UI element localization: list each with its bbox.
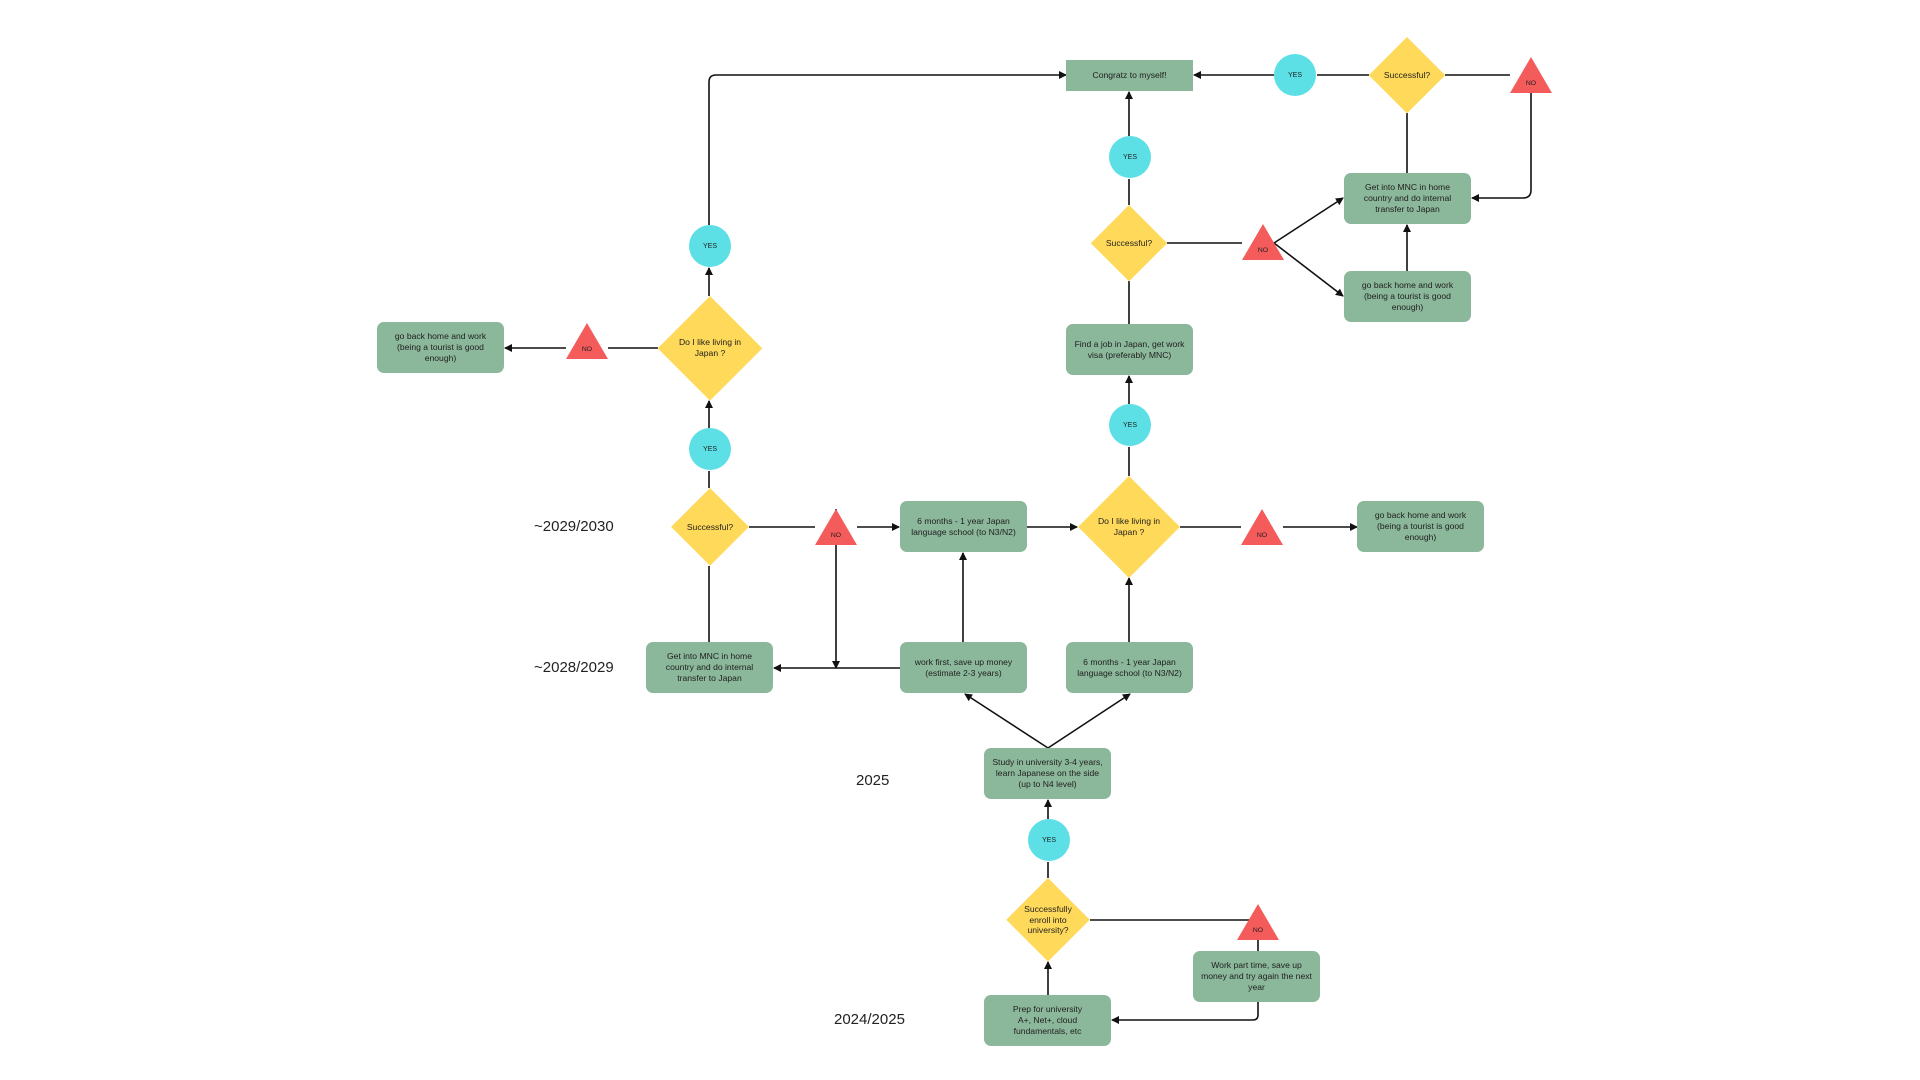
successful-top-no-label: NO [1525,80,1537,87]
like-japan-mid-decision[interactable]: Do I like living in Japan ? [1078,476,1180,578]
like-japan-left-no-triangle: NO [566,323,608,359]
prep-university-text: Prep for university A+, Net+, cloud fund… [1012,1004,1083,1036]
study-university-box[interactable]: Study in university 3-4 years, learn Jap… [984,748,1111,799]
congratz-box[interactable]: Congratz to myself! [1066,60,1193,91]
successful-left-decision[interactable]: Successful? [671,488,749,566]
prep-university-box[interactable]: Prep for university A+, Net+, cloud fund… [984,995,1111,1046]
warning-triangle-icon [1510,57,1552,93]
congratz-text: Congratz to myself! [1092,70,1167,81]
language-school-right-text: 6 months - 1 year Japan language school … [1077,656,1182,678]
connector-line-31 [1273,197,1344,244]
go-home-right-box[interactable]: go back home and work (being a tourist i… [1344,271,1471,322]
successful-mid-decision[interactable]: Successful? [1091,205,1167,281]
enroll-no-triangle: NO [1237,904,1279,940]
mnc-left-text: Get into MNC in home country and do inte… [665,651,754,683]
successful-top-yes-label: YES [1287,71,1302,79]
work-first-box[interactable]: work first, save up money (estimate 2-3 … [900,642,1027,693]
enroll-no-label: NO [1252,927,1264,934]
connector-line-20 [708,71,1067,225]
warning-triangle-icon [815,509,857,545]
go-home-mid-text: go back home and work (being a tourist i… [1374,510,1467,542]
successful-top-no-triangle: NO [1510,57,1552,93]
enroll-decision[interactable]: Successfully enroll into university? [1006,878,1090,962]
year-label-2029-2030: ~2029/2030 [534,518,614,535]
find-job-box[interactable]: Find a job in Japan, get work visa (pref… [1066,324,1193,375]
like-japan-left-text: Do I like living in Japan ? [678,337,742,358]
go-home-left-box[interactable]: go back home and work (being a tourist i… [377,322,504,373]
work-part-time-box[interactable]: Work part time, save up money and try ag… [1193,951,1320,1002]
like-japan-mid-text: Do I like living in Japan ? [1097,516,1161,537]
like-japan-mid-yes-circle: YES [1109,404,1151,446]
warning-triangle-icon [1241,509,1283,545]
successful-top-decision[interactable]: Successful? [1369,37,1445,113]
language-school-mid-box[interactable]: 6 months - 1 year Japan language school … [900,501,1027,552]
connector-line-8 [1047,693,1131,749]
warning-triangle-icon [566,323,608,359]
successful-top-text: Successful? [1383,69,1431,80]
study-university-text: Study in university 3-4 years, learn Jap… [992,757,1103,789]
like-japan-mid-yes-label: YES [1122,421,1137,429]
enroll-yes-label: YES [1041,836,1056,844]
work-part-time-text: Work part time, save up money and try ag… [1201,960,1312,992]
successful-left-no-triangle: NO [815,509,857,545]
go-home-left-text: go back home and work (being a tourist i… [394,331,487,363]
go-home-mid-box[interactable]: go back home and work (being a tourist i… [1357,501,1484,552]
connector-line-38 [1471,93,1532,202]
successful-left-no-label: NO [830,532,842,539]
year-label-2025: 2025 [856,772,890,789]
language-school-mid-text: 6 months - 1 year Japan language school … [911,515,1016,537]
language-school-right-box[interactable]: 6 months - 1 year Japan language school … [1066,642,1193,693]
successful-mid-no-triangle: NO [1242,224,1284,260]
go-home-right-text: go back home and work (being a tourist i… [1361,280,1454,312]
connector-line-2 [1090,919,1259,940]
enroll-decision-text: Successfully enroll into university? [1024,903,1072,936]
like-japan-mid-no-label: NO [1256,532,1268,539]
successful-top-yes-circle: YES [1274,54,1316,96]
mnc-right-text: Get into MNC in home country and do inte… [1363,182,1452,214]
successful-mid-no-label: NO [1257,247,1269,254]
like-japan-left-no-label: NO [581,346,593,353]
find-job-text: Find a job in Japan, get work visa (pref… [1074,338,1185,360]
like-japan-mid-no-triangle: NO [1241,509,1283,545]
mnc-left-box[interactable]: Get into MNC in home country and do inte… [646,642,773,693]
successful-left-yes-label: YES [702,445,717,453]
successful-mid-yes-label: YES [1122,153,1137,161]
connector-line-7 [964,693,1049,749]
work-first-text: work first, save up money (estimate 2-3 … [914,656,1013,678]
like-japan-left-yes-circle: YES [689,225,731,267]
mnc-right-box[interactable]: Get into MNC in home country and do inte… [1344,173,1471,224]
enroll-yes-circle: YES [1028,819,1070,861]
connector-line-4 [1111,1002,1259,1024]
successful-left-text: Successful? [686,521,734,532]
warning-triangle-icon [1242,224,1284,260]
year-label-2024-2025: 2024/2025 [834,1011,905,1028]
successful-mid-yes-circle: YES [1109,136,1151,178]
successful-mid-text: Successful? [1105,237,1153,248]
year-label-2028-2029: ~2028/2029 [534,659,614,676]
warning-triangle-icon [1237,904,1279,940]
connector-line-32 [1273,242,1344,297]
like-japan-left-decision[interactable]: Do I like living in Japan ? [658,296,762,400]
successful-left-yes-circle: YES [689,428,731,470]
like-japan-left-yes-label: YES [702,242,717,250]
